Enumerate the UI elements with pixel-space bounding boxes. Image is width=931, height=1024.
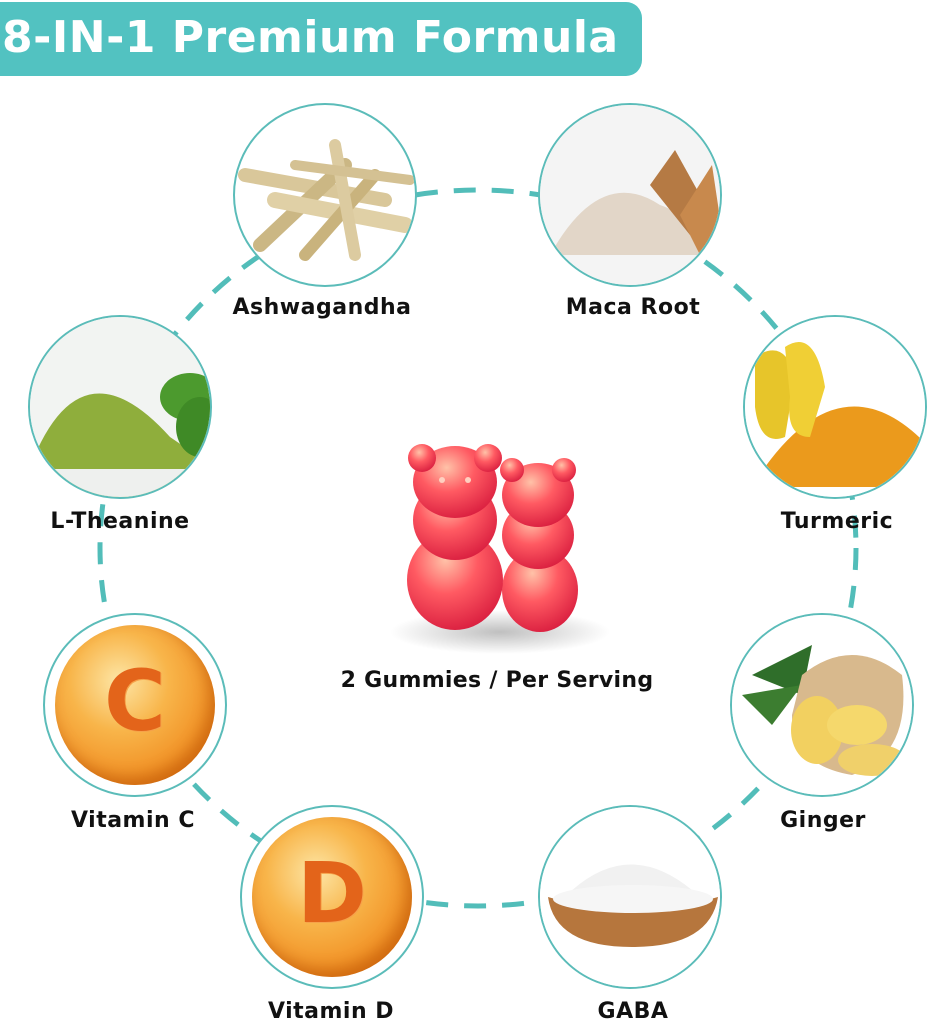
vitamin-c-orb-icon: C (55, 625, 215, 785)
ginger-root-icon (732, 615, 912, 795)
gummy-bears-image (390, 444, 610, 654)
ingredient-ashwagandha-image (233, 103, 417, 287)
ingredient-maca-root-image (538, 103, 722, 287)
title-banner: 8-IN-1 Premium Formula (0, 2, 642, 76)
ingredient-vitamin-c-image: C (43, 613, 227, 797)
ingredient-label: Turmeric (780, 509, 894, 534)
ingredient-label: L-Theanine (50, 509, 190, 534)
green-tea-powder-icon (30, 317, 210, 497)
serving-caption: 2 Gummies / Per Serving (340, 668, 654, 693)
ingredient-label: Vitamin C (71, 808, 195, 833)
ingredient-label: Ashwagandha (232, 295, 412, 320)
ingredient-vitamin-d-image: D (240, 805, 424, 989)
ingredient-turmeric-image (743, 315, 927, 499)
ingredient-l-theanine-image (28, 315, 212, 499)
ingredient-label: Vitamin D (267, 999, 395, 1024)
ingredient-label: GABA (597, 999, 669, 1024)
white-powder-bowl-icon (540, 807, 720, 987)
ingredient-ginger-image (730, 613, 914, 797)
vitamin-d-orb-icon: D (252, 817, 412, 977)
page-title: 8-IN-1 Premium Formula (2, 12, 619, 63)
ingredient-label: Ginger (780, 808, 866, 833)
ingredient-gaba-image (538, 805, 722, 989)
ashwagandha-roots-icon (238, 139, 415, 261)
turmeric-powder-icon (745, 317, 925, 497)
ingredient-label: Maca Root (565, 295, 701, 320)
maca-root-powder-icon (540, 105, 720, 285)
